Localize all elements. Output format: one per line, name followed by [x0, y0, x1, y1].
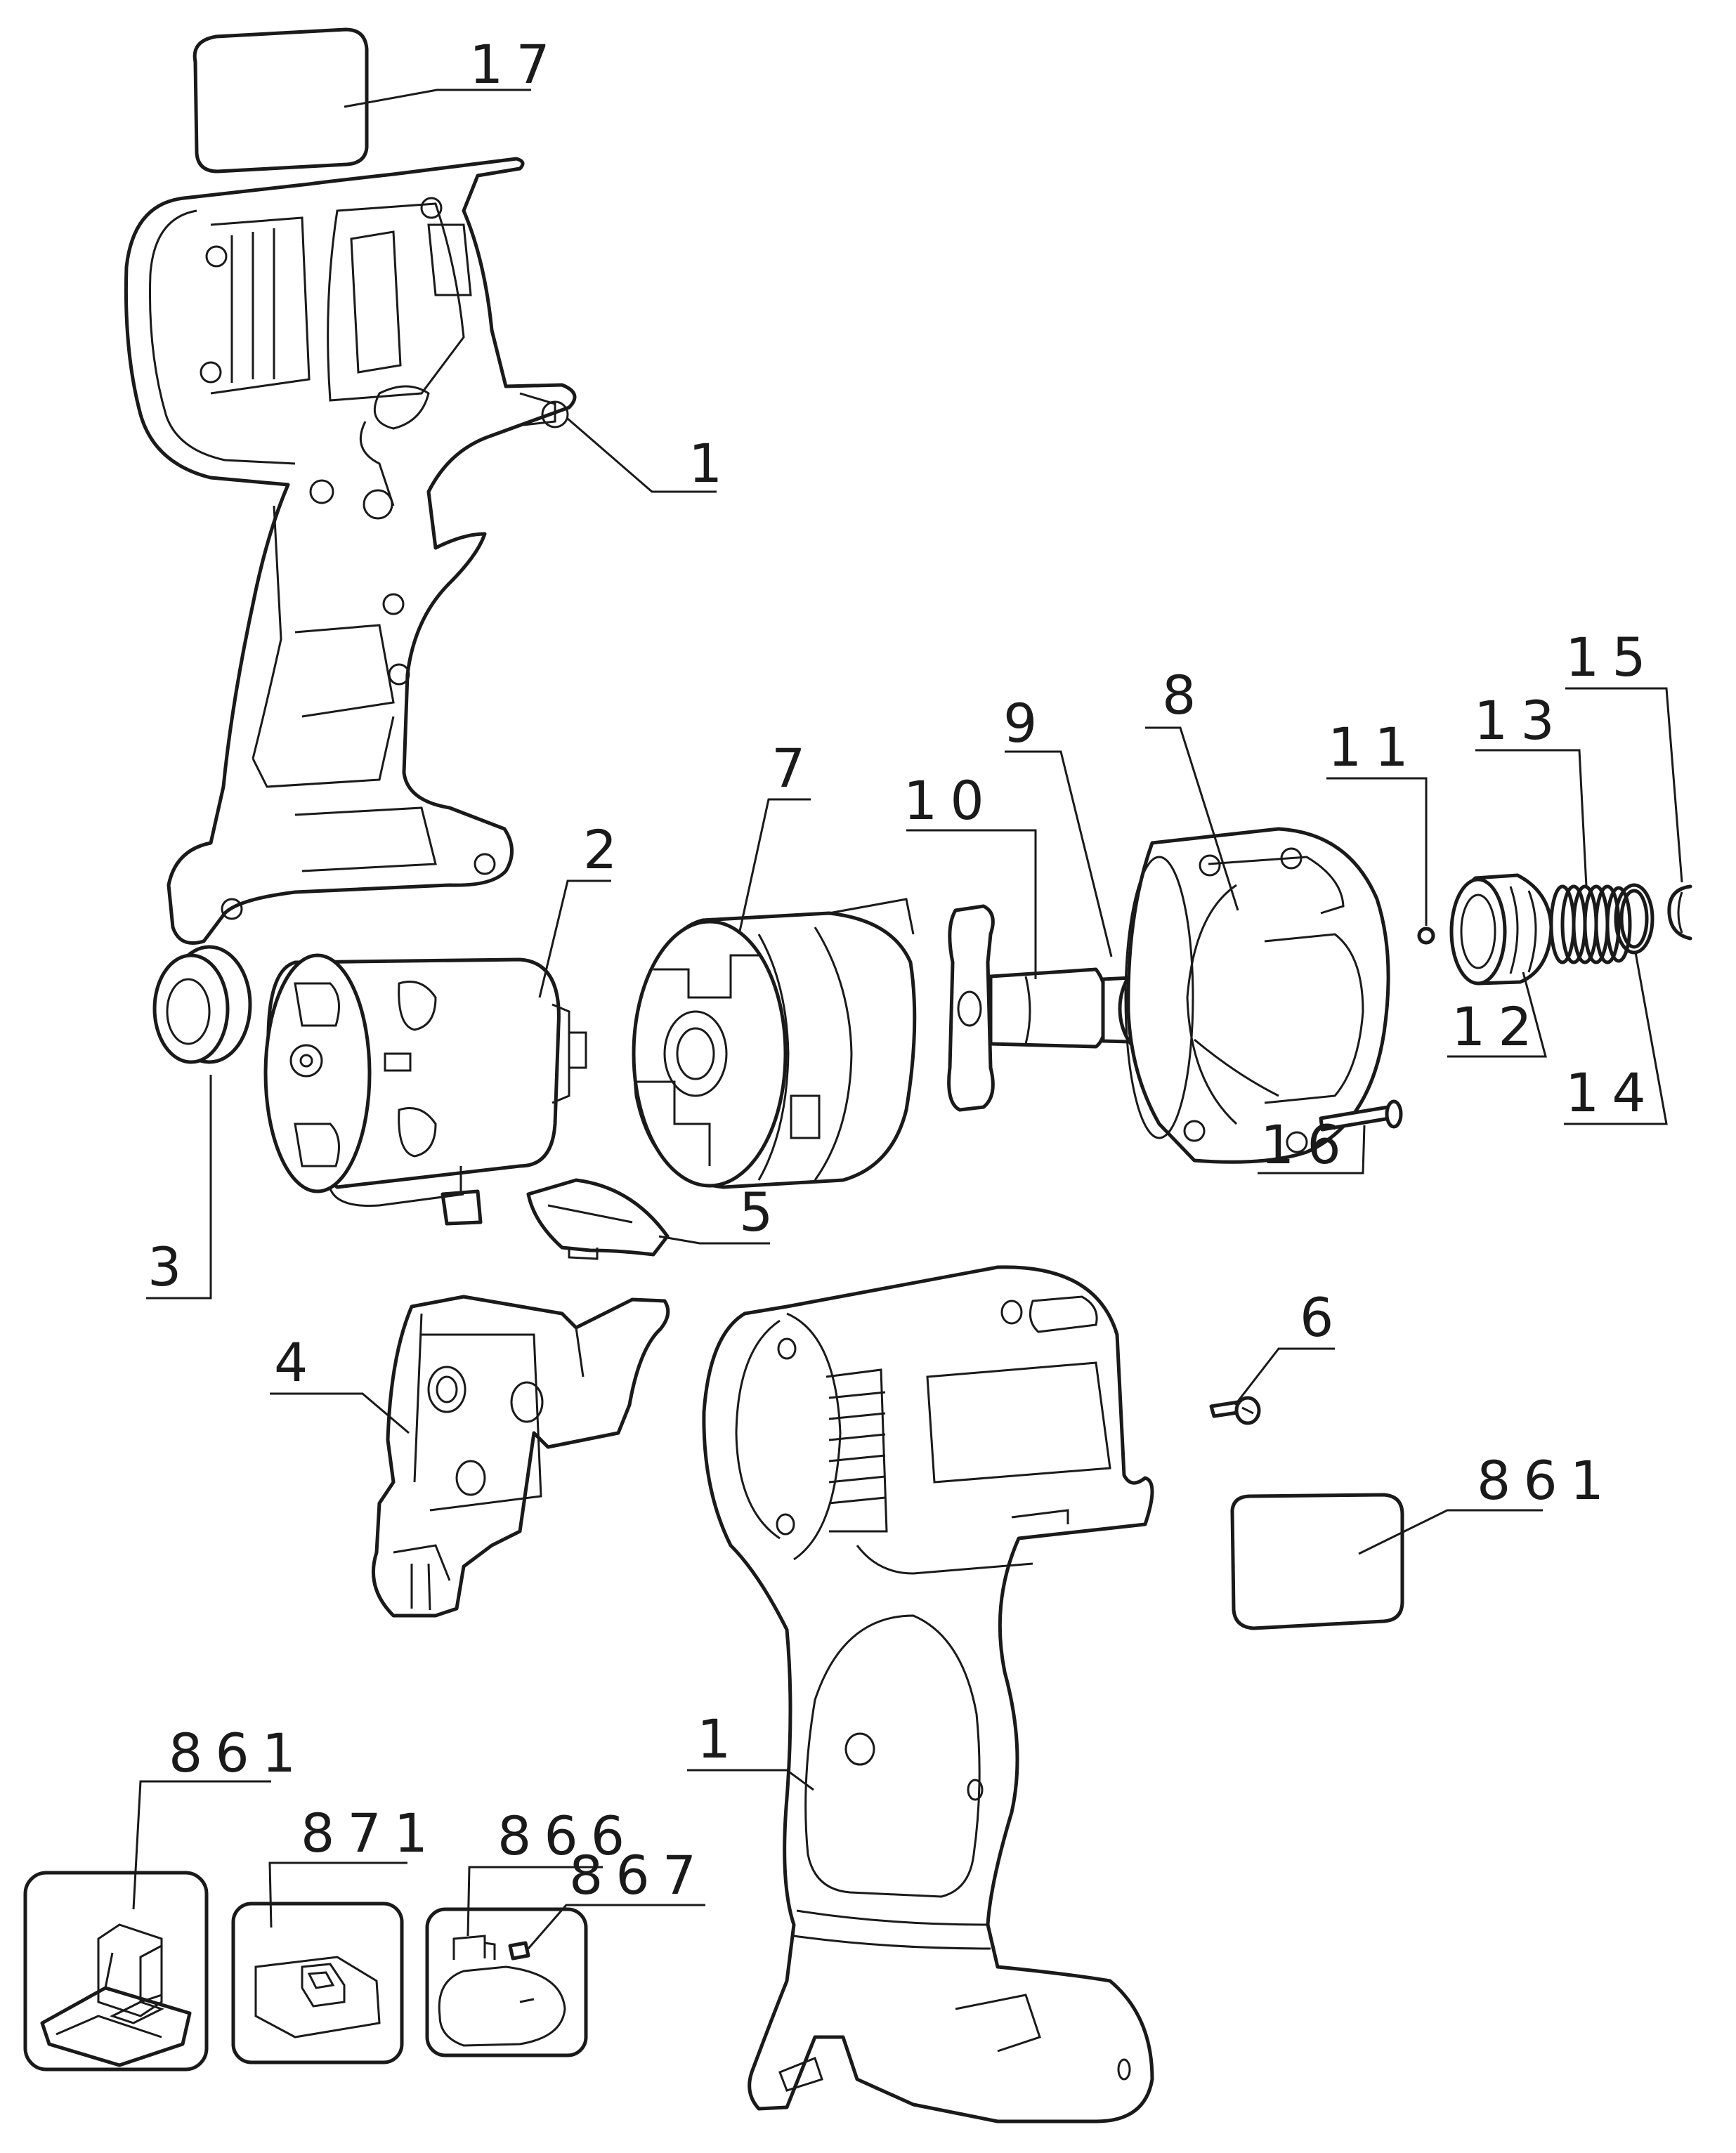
- callout-2: 2: [538, 818, 629, 998]
- callout-866: 866: [466, 1805, 637, 1937]
- callout-871-label: 871: [301, 1802, 440, 1864]
- callout-1-top-label: 1: [688, 432, 735, 495]
- part-7-gearcase: [632, 898, 917, 1189]
- callout-6: 6: [1234, 1286, 1346, 1406]
- part-14-o-ring: [1614, 883, 1655, 955]
- callout-5: 5: [658, 1181, 785, 1245]
- callout-9-label: 9: [1003, 692, 1050, 754]
- callout-17-label: 17: [469, 33, 563, 96]
- callout-1-top: 1: [567, 417, 735, 495]
- callout-6-label: 6: [1300, 1286, 1346, 1349]
- accessory-871-charger: [231, 1902, 404, 2064]
- part-8-hammer-case: [1124, 827, 1390, 1164]
- callout-7: 7: [738, 737, 818, 935]
- part-2-motor: [263, 953, 587, 1207]
- callout-14-label: 14: [1565, 1061, 1659, 1124]
- part-6-screw: [1209, 1396, 1261, 1425]
- callout-10: 10: [903, 769, 1037, 979]
- callout-871: 871: [268, 1802, 440, 1928]
- callout-13: 13: [1474, 689, 1588, 887]
- callout-861: 861: [132, 1722, 308, 1910]
- callout-3-label: 3: [148, 1236, 194, 1298]
- accessory-861-case: [23, 1871, 209, 2072]
- callout-15: 15: [1565, 626, 1683, 883]
- part-1-housing-left: [124, 157, 577, 945]
- callout-12-label: 12: [1451, 995, 1545, 1058]
- callout-13-label: 13: [1474, 689, 1567, 752]
- callout-10-label: 10: [903, 769, 997, 832]
- callout-1-bottom-label: 1: [697, 1708, 743, 1770]
- part-11-ball: [1417, 927, 1435, 945]
- part-16-screw: [1319, 1099, 1403, 1132]
- callout-12: 12: [1447, 971, 1547, 1058]
- callout-19-label: 861: [1477, 1449, 1617, 1512]
- callout-866-label: 866: [497, 1805, 637, 1867]
- callout-7-label: 7: [771, 737, 818, 799]
- callout-3: 3: [146, 1075, 212, 1300]
- part-4-switch: [371, 1295, 670, 1618]
- callout-19: 861: [1358, 1449, 1617, 1555]
- callout-11-label: 11: [1328, 716, 1421, 778]
- part-3-end-cap: [152, 945, 252, 1064]
- callout-9: 9: [1003, 692, 1113, 957]
- part-1-housing-right: [702, 1265, 1154, 2123]
- callout-16: 16: [1258, 1113, 1366, 1176]
- part-15-retaining-ring: [1667, 884, 1692, 941]
- callout-5-label: 5: [739, 1181, 785, 1243]
- part-13-spring: [1549, 884, 1632, 964]
- callout-17: 17: [344, 33, 563, 108]
- callout-11: 11: [1326, 716, 1428, 926]
- callout-14: 14: [1564, 952, 1668, 1125]
- callout-4-label: 4: [274, 1331, 320, 1394]
- accessory-867-cap: [508, 1941, 530, 1961]
- callout-867-label: 867: [569, 1844, 709, 1906]
- callout-861-label: 861: [169, 1722, 308, 1784]
- callout-4: 4: [270, 1331, 410, 1434]
- callout-15-label: 15: [1565, 626, 1659, 688]
- callout-8-label: 8: [1162, 664, 1208, 726]
- callout-1-bottom: 1: [687, 1708, 814, 1791]
- accessory-866-battery: [425, 1907, 588, 2057]
- callout-16-label: 16: [1260, 1113, 1354, 1176]
- part-17-label: [192, 27, 369, 174]
- part-5-clip: [440, 1166, 670, 1260]
- callout-8: 8: [1145, 664, 1239, 911]
- callout-867: 867: [527, 1844, 709, 1949]
- callout-2-label: 2: [583, 818, 629, 881]
- part-19-label: [1230, 1493, 1404, 1630]
- part-12-collar: [1449, 873, 1553, 986]
